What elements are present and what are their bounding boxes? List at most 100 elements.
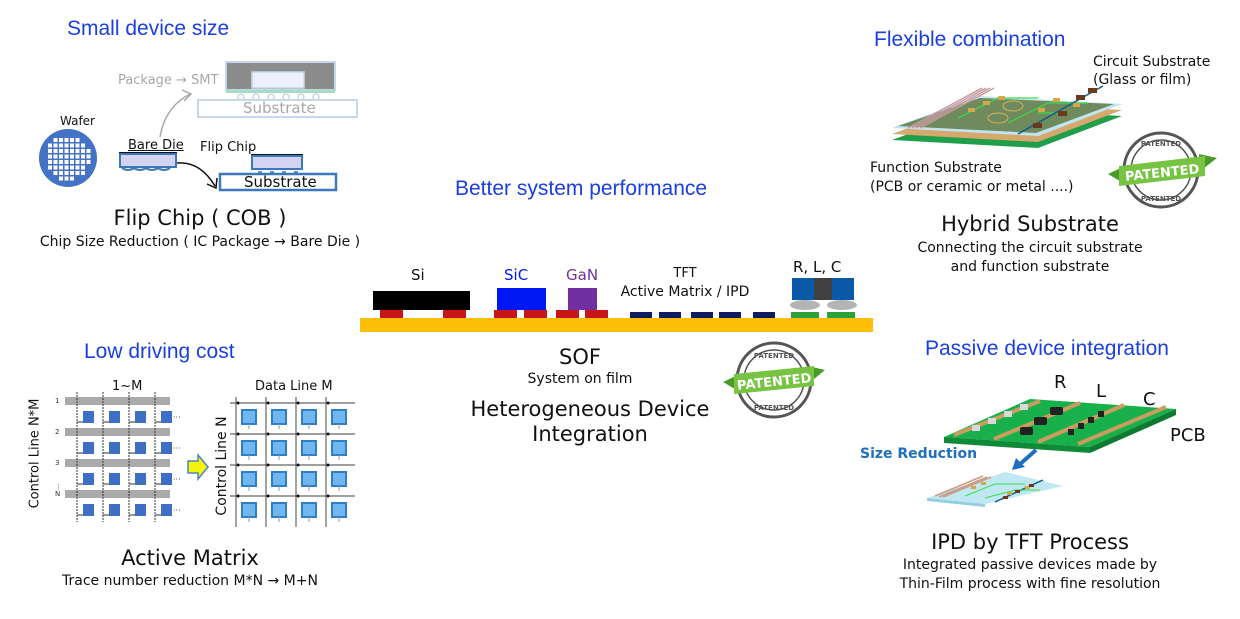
tft-pixel-cell: [301, 502, 317, 518]
svg-text:PATENTED: PATENTED: [1141, 195, 1181, 203]
film-substrate: [360, 318, 873, 332]
node: [266, 463, 270, 467]
pixel-cell: [161, 442, 172, 454]
ellipsis: ···: [173, 475, 181, 484]
function-substrate-sublabel: (PCB or ceramic or metal ....): [870, 179, 1074, 195]
gan-chip: [568, 288, 597, 310]
active-matrix-subtitle: Trace number reduction M*N → M+N: [62, 573, 318, 589]
node: [296, 432, 300, 436]
hybrid-heading: Hybrid Substrate: [941, 212, 1119, 236]
tft-pixel-cell: [271, 440, 287, 456]
wafer-die: [53, 149, 58, 153]
wafer-die: [75, 154, 80, 159]
wafer-die: [53, 143, 58, 148]
wafer-die: [64, 160, 69, 164]
wafer-die: [59, 165, 63, 170]
wafer-die: [70, 160, 74, 164]
wafer-die: [70, 176, 74, 181]
flip-chip-label: Flip Chip: [200, 140, 257, 155]
node: [266, 432, 270, 436]
node: [296, 401, 300, 405]
node: [266, 494, 270, 498]
tft-trace: [719, 312, 741, 318]
wafer-die: [64, 154, 69, 159]
node: [296, 494, 300, 498]
wafer-die: [53, 160, 58, 164]
node: [236, 494, 240, 498]
hybrid-substrate-illustration: [892, 85, 1122, 148]
svg-text:PATENTED: PATENTED: [754, 404, 794, 412]
wafer-die: [64, 143, 69, 148]
gan-label: GaN: [566, 266, 599, 284]
node: [236, 463, 240, 467]
wafer-die: [81, 143, 85, 148]
package-smt-diagram: [197, 61, 358, 118]
pixel-cell: [109, 411, 120, 423]
tft-pixel-cell: [301, 471, 317, 487]
row-label: 2: [55, 428, 59, 436]
size-reduction-arrow-icon: [1012, 448, 1038, 470]
wafer-die: [75, 165, 80, 170]
function-substrate-label: Function Substrate: [870, 160, 1002, 176]
pixel-cell: [135, 473, 146, 485]
pixel-cell: [161, 411, 172, 423]
wafer-die: [75, 171, 80, 175]
wafer-label: Wafer: [60, 114, 95, 128]
passive-matrix-diagram: 1···2···3···N···⋮: [55, 392, 181, 522]
sic-chip: [497, 288, 546, 310]
solder-joint: [827, 300, 857, 310]
active-matrix-heading: Active Matrix: [121, 546, 259, 570]
wafer-die: [70, 171, 74, 175]
wafer-die: [59, 143, 63, 148]
arrow-to-flip-chip-icon: [176, 162, 218, 190]
bare-die-icon: [119, 152, 177, 171]
patented-badge-right: PATENTED PATENTED PATENTED: [1105, 130, 1220, 210]
rlc-pad: [791, 312, 819, 318]
wafer-die: [59, 138, 63, 142]
wafer-die: [48, 160, 52, 164]
node: [326, 401, 330, 405]
circuit-substrate-label: Circuit Substrate: [1093, 54, 1211, 70]
node: [326, 494, 330, 498]
patented-badge: PATENTED PATENTED PATENTED: [718, 340, 830, 422]
tft-pixel-cell: [241, 409, 257, 425]
right-arrow-icon: [187, 452, 209, 482]
ipd-heading: IPD by TFT Process: [931, 530, 1129, 554]
tft-trace: [659, 312, 681, 318]
pixel-cell: [83, 504, 94, 516]
tft-pixel-cell: [271, 409, 287, 425]
wafer-die: [53, 171, 58, 175]
wafer-die: [64, 138, 69, 142]
ipd-subtitle-2: Thin-Film process with fine resolution: [899, 576, 1161, 592]
wafer-die: [59, 171, 63, 175]
node: [236, 401, 240, 405]
active-matrix-diagram: [230, 397, 355, 527]
flip-chip-heading: Flip Chip ( COB ): [113, 206, 287, 230]
wafer-die: [75, 143, 80, 148]
right-side-label: Control Line N: [214, 416, 230, 516]
bump-pad: [443, 310, 466, 318]
wafer-die: [81, 165, 85, 170]
ipd-chip-illustration: [927, 472, 1063, 507]
row-label: ⋮: [55, 483, 62, 491]
wafer-die: [70, 154, 74, 159]
pixel-cell: [135, 411, 146, 423]
rlc-pad: [827, 312, 855, 318]
row-label: 3: [55, 459, 59, 467]
tft-trace: [753, 312, 775, 318]
arrow-to-package-icon: [159, 89, 193, 138]
hybrid-subtitle-2: and function substrate: [950, 259, 1110, 275]
node: [296, 463, 300, 467]
c-label: C: [1143, 389, 1156, 410]
tft-pixel-cell: [301, 409, 317, 425]
wafer-die: [59, 149, 63, 153]
pixel-cell: [135, 504, 146, 516]
ellipsis: ···: [173, 413, 181, 422]
wafer-die: [70, 138, 74, 142]
tft-pixel-cell: [241, 471, 257, 487]
left-top-label: 1~M: [112, 379, 143, 394]
row-label: 1: [55, 397, 59, 405]
rlc-body: [814, 278, 832, 300]
pixel-cell: [83, 411, 94, 423]
wafer-die: [86, 149, 91, 153]
